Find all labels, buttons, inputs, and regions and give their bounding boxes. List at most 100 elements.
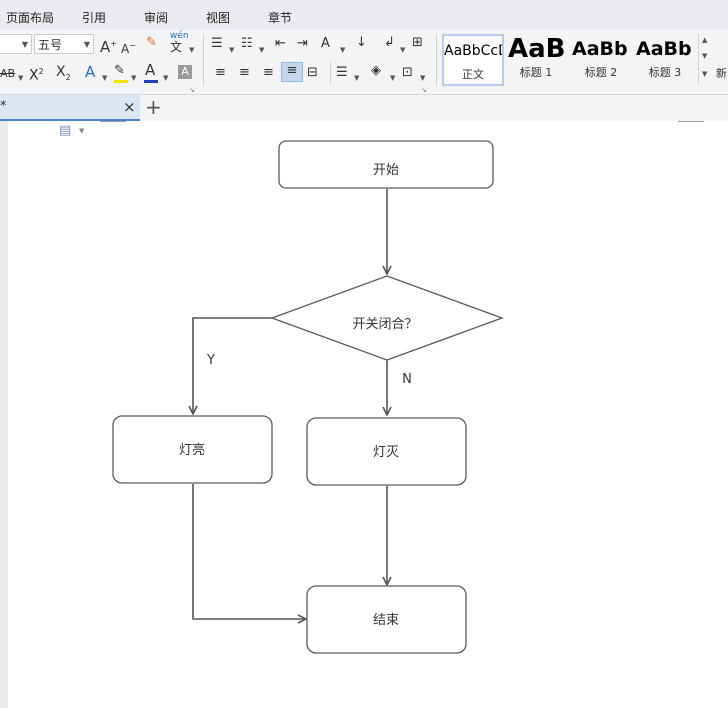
ribbon-toolbar: ▼ 五号 ▼ A+ A− ✎ wén 文 ▼ ☰ ▼ ☷ ▼ ⇤ ⇥ A ▼ ↓…: [0, 30, 728, 95]
divider: [436, 34, 437, 86]
style-heading-2[interactable]: AaBb 标题 2: [570, 34, 632, 86]
style-sample: AaBbCcDd: [444, 43, 502, 59]
style-sample: AaBb: [636, 38, 692, 60]
subscript-button[interactable]: X2: [56, 64, 71, 82]
style-name: 标题 3: [648, 66, 682, 79]
menu-page-layout[interactable]: 页面布局: [6, 11, 55, 25]
menu-bar: 页面布局 引用 审阅 视图 章节: [0, 0, 728, 30]
text-direction-icon[interactable]: A: [321, 36, 330, 51]
chevron-down-icon[interactable]: ▼: [340, 46, 346, 54]
chevron-down-icon[interactable]: ▼: [131, 74, 137, 82]
justify-button[interactable]: ≡: [281, 62, 303, 82]
chevron-down-icon[interactable]: ▼: [163, 74, 169, 82]
chevron-down-icon: ▼: [83, 40, 90, 49]
numbered-list-icon[interactable]: ☷: [241, 36, 253, 51]
arrow-yes: [193, 317, 272, 413]
chevron-down-icon[interactable]: ▼: [18, 74, 24, 82]
chevron-down-icon[interactable]: ▼: [79, 127, 85, 135]
align-center-icon[interactable]: ≡: [239, 65, 250, 80]
light-on-node[interactable]: [112, 415, 273, 484]
decision-node[interactable]: [270, 275, 504, 361]
chevron-down-icon[interactable]: ▼: [420, 74, 426, 82]
chevron-down-icon[interactable]: ▼: [189, 46, 195, 54]
shrink-font-button[interactable]: A−: [121, 41, 136, 56]
margin-marker: [678, 121, 704, 122]
chevron-down-icon[interactable]: ▼: [259, 46, 265, 54]
style-name: 标题 1: [519, 66, 553, 79]
start-node-label: 开始: [373, 163, 399, 178]
text-effect-icon[interactable]: A: [85, 63, 96, 81]
chevron-up-icon[interactable]: ▲: [702, 36, 708, 44]
yes-branch-label: Y: [206, 353, 215, 368]
chevron-down-icon[interactable]: ▼: [102, 74, 108, 82]
light-off-node-label: 灯灭: [373, 445, 399, 460]
chevron-down-icon[interactable]: ▼: [702, 52, 708, 60]
end-node-label: 结束: [373, 613, 399, 628]
superscript-button[interactable]: X2: [29, 67, 44, 84]
style-name: 标题 2: [584, 66, 618, 79]
clear-format-icon[interactable]: ✎: [146, 35, 157, 50]
font-color-bar: [144, 80, 158, 83]
distribute-icon[interactable]: ⊟: [307, 65, 318, 80]
document-tab[interactable]: * ×: [0, 95, 140, 121]
borders-icon[interactable]: ⊡: [402, 65, 413, 80]
highlight-color-bar: [114, 80, 128, 83]
line-spacing-icon[interactable]: ☰: [336, 65, 348, 80]
start-node[interactable]: [278, 140, 494, 189]
close-icon[interactable]: ×: [123, 98, 136, 116]
light-off-node[interactable]: [306, 417, 467, 486]
chevron-down-icon[interactable]: ▼: [400, 46, 406, 54]
arrow-on-to-end: [192, 484, 305, 619]
chevron-down-icon[interactable]: ▼: [390, 74, 396, 82]
paint-bucket-icon[interactable]: ◈: [371, 63, 381, 78]
style-heading-1[interactable]: AaB 标题 1: [506, 34, 566, 86]
show-marks-icon[interactable]: ↲: [384, 35, 395, 50]
dialog-launcher-icon[interactable]: ↘: [189, 86, 195, 94]
page-left-margin: [0, 121, 8, 708]
grow-font-button[interactable]: A+: [100, 38, 117, 56]
style-sample: AaBb: [572, 38, 628, 60]
font-color-button[interactable]: A: [145, 61, 156, 79]
more-styles-icon[interactable]: ▼: [702, 70, 708, 78]
menu-section[interactable]: 章节: [268, 11, 293, 25]
end-node[interactable]: [306, 585, 467, 654]
style-normal[interactable]: AaBbCcDd 正文: [442, 34, 504, 86]
light-on-node-label: 灯亮: [179, 442, 205, 458]
align-right-icon[interactable]: ≡: [263, 65, 274, 80]
chevron-down-icon[interactable]: ▼: [229, 46, 235, 54]
divider: [203, 34, 204, 86]
style-heading-3[interactable]: AaBb 标题 3: [634, 34, 696, 86]
font-size-value: 五号: [38, 38, 63, 52]
table-icon[interactable]: ⊞: [412, 35, 423, 50]
styles-scroll[interactable]: ▲ ▼ ▼: [698, 34, 711, 84]
decrease-indent-icon[interactable]: ⇤: [275, 36, 286, 51]
font-size-combo[interactable]: 五号 ▼: [34, 34, 94, 54]
strikethrough-button[interactable]: AB: [0, 67, 16, 80]
add-tab-icon[interactable]: +: [145, 95, 162, 119]
menu-view[interactable]: 视图: [206, 11, 231, 25]
paste-options-icon[interactable]: ▤: [59, 123, 72, 138]
chevron-down-icon[interactable]: ▼: [354, 74, 360, 82]
document-tab-strip: * × +: [0, 95, 728, 121]
sort-icon[interactable]: ↓: [356, 35, 367, 50]
menu-references[interactable]: 引用: [82, 11, 107, 25]
font-name-combo[interactable]: ▼: [0, 34, 32, 54]
highlight-icon[interactable]: ✎: [114, 63, 125, 78]
char-shading-button[interactable]: A: [178, 65, 192, 79]
document-tab-label: *: [0, 99, 7, 114]
align-left-icon[interactable]: ≡: [215, 65, 226, 80]
bullet-list-icon[interactable]: ☰: [211, 36, 223, 51]
no-branch-label: N: [402, 372, 412, 387]
style-name: 正文: [462, 68, 484, 81]
increase-indent-icon[interactable]: ⇥: [297, 36, 308, 51]
style-sample: AaB: [508, 34, 566, 64]
decision-node-label: 开关闭合？: [352, 317, 417, 332]
divider: [330, 62, 331, 84]
margin-marker: [100, 121, 126, 122]
chevron-down-icon: ▼: [21, 40, 28, 49]
dialog-launcher-icon[interactable]: ↘: [421, 86, 427, 94]
menu-review[interactable]: 审阅: [144, 11, 169, 25]
pinyin-guide-button[interactable]: wén 文: [170, 31, 189, 54]
new-style-button[interactable]: 新: [716, 67, 727, 80]
